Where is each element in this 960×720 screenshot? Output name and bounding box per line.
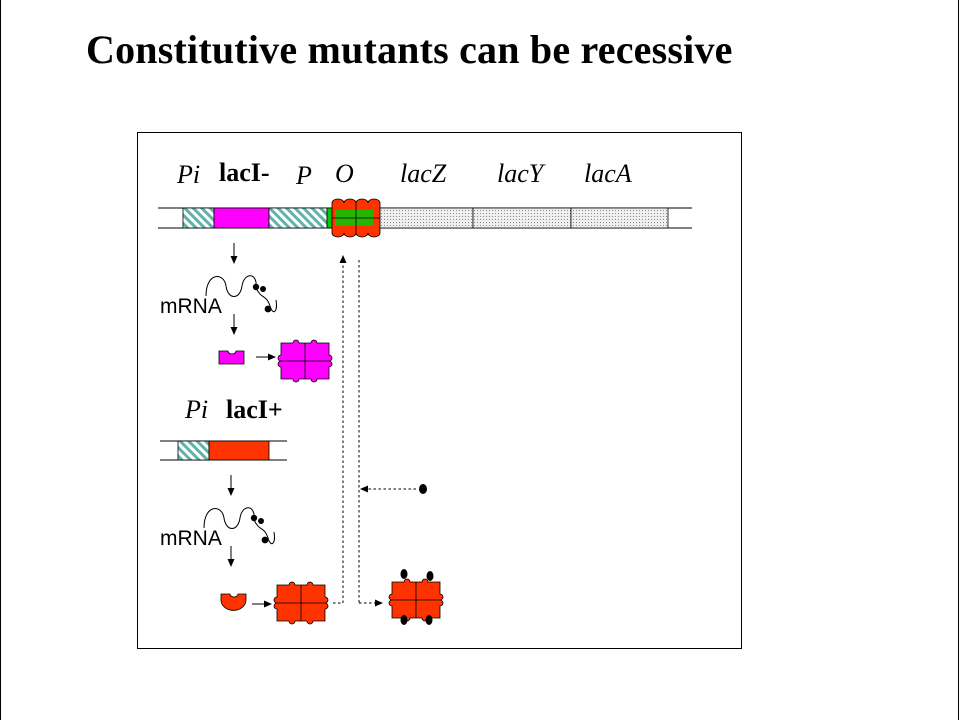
label-mrna-bottom: mRNA [160, 527, 222, 550]
label-pi-top: Pi [176, 160, 200, 189]
lacz-gene [375, 207, 474, 229]
laci-minus-expression [205, 243, 333, 383]
repressor-on-operator [331, 198, 381, 238]
dashed-pathways [333, 255, 416, 607]
repressor-monomer-red [220, 593, 247, 611]
laci-plus-dna [160, 440, 287, 461]
laci-plus-expression [203, 475, 329, 625]
operon-dna [158, 207, 692, 229]
label-lacy: lacY [497, 159, 546, 188]
repressor-tetramer-magenta [277, 339, 333, 383]
repressor-tetramer-red [273, 581, 329, 625]
laci-plus-gene [208, 440, 270, 461]
label-laca: lacA [584, 159, 632, 188]
promoter-i-segment [182, 207, 215, 229]
label-lacz: lacZ [400, 159, 447, 188]
inducer-molecule [419, 484, 427, 494]
label-pi-bottom: Pi [184, 395, 208, 424]
label-o: O [335, 159, 354, 188]
laci-minus-gene [213, 207, 270, 229]
promoter-p-segment [268, 207, 328, 229]
laca-gene [570, 207, 669, 229]
repressor-monomer-magenta [218, 350, 245, 365]
slide-title: Constitutive mutants can be recessive [86, 27, 733, 72]
label-laci-plus: lacI+ [226, 395, 283, 424]
label-mrna-top: mRNA [160, 295, 222, 318]
promoter-i-segment-2 [177, 440, 210, 461]
label-p: P [295, 161, 312, 190]
label-laci-minus: lacI- [219, 158, 270, 187]
lacy-gene [472, 207, 572, 229]
repressor-inducer-complex [388, 569, 444, 625]
